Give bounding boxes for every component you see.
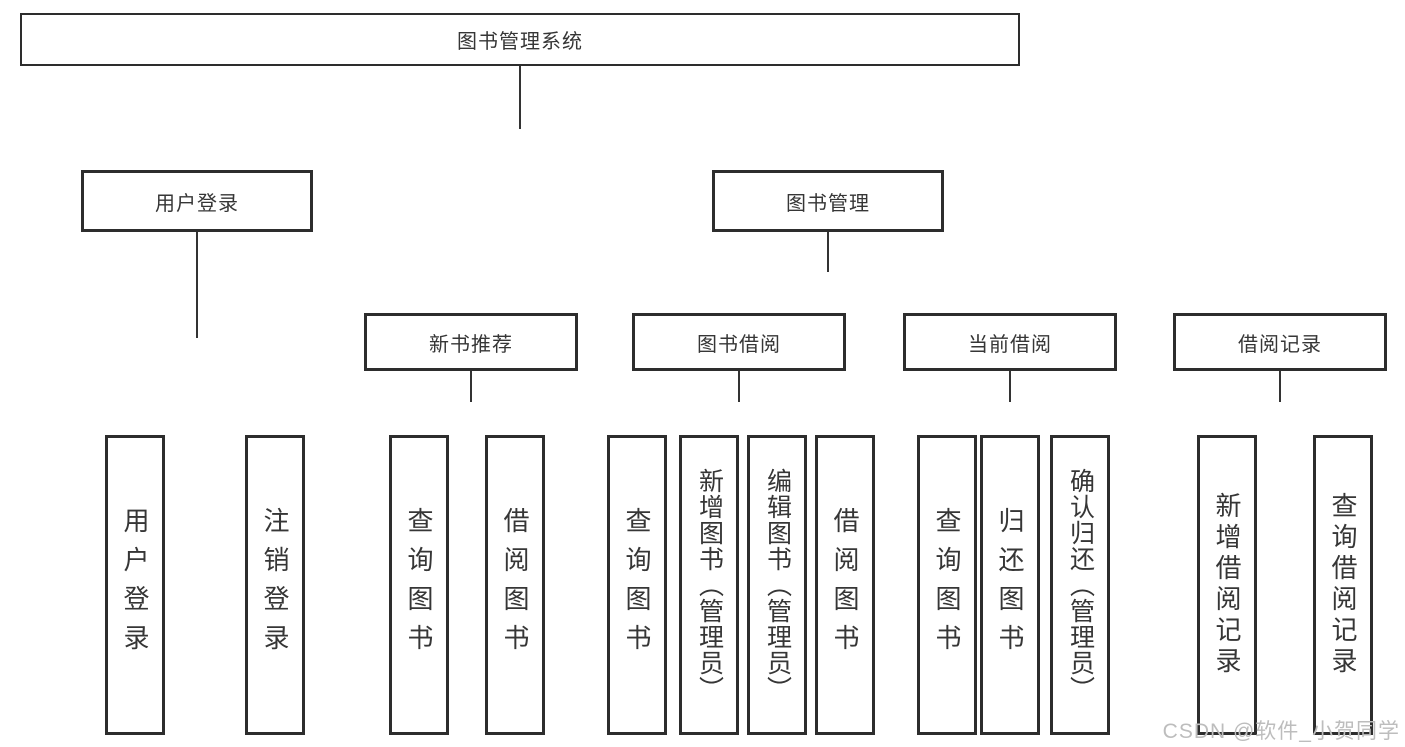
- node-label: 用户登录: [120, 507, 150, 663]
- node-label: 查询图书: [932, 507, 962, 663]
- leaf-current-return-books: 归还图书: [980, 435, 1040, 735]
- node-label: 归还图书: [995, 507, 1025, 663]
- node-label: 用户登录: [155, 192, 239, 215]
- node-label: 借阅图书: [500, 507, 530, 663]
- leaf-user-login: 用户登录: [105, 435, 165, 735]
- node-book-borrow: 图书借阅: [632, 313, 846, 371]
- leaf-logout: 注销登录: [245, 435, 305, 735]
- node-label: 查询图书: [404, 507, 434, 663]
- node-label: 借阅记录: [1238, 333, 1322, 356]
- leaf-borrow-query-books: 查询图书: [607, 435, 667, 735]
- node-label: 新增借阅记录: [1212, 492, 1242, 678]
- node-borrow-records: 借阅记录: [1173, 313, 1387, 371]
- node-user-login: 用户登录: [81, 170, 313, 232]
- node-new-book-recommend: 新书推荐: [364, 313, 578, 371]
- node-label: 图书管理: [786, 192, 870, 215]
- leaf-borrow-borrow-books: 借阅图书: [815, 435, 875, 735]
- node-label: 图书借阅: [697, 333, 781, 356]
- node-label: 确认归还（管理员）: [1066, 468, 1095, 702]
- leaf-record-add-borrow-record: 新增借阅记录: [1197, 435, 1257, 735]
- leaf-newbook-query-books: 查询图书: [389, 435, 449, 735]
- node-label: 编辑图书（管理员）: [763, 468, 792, 702]
- node-label: 新书推荐: [429, 333, 513, 356]
- leaf-borrow-edit-book-admin: 编辑图书（管理员）: [747, 435, 807, 735]
- node-label: 注销登录: [260, 507, 290, 663]
- leaf-record-query-borrow-record: 查询借阅记录: [1313, 435, 1373, 735]
- node-current-borrow: 当前借阅: [903, 313, 1117, 371]
- node-label: 图书管理系统: [457, 31, 583, 53]
- node-label: 当前借阅: [968, 333, 1052, 356]
- node-label: 查询图书: [622, 507, 652, 663]
- leaf-current-confirm-return-admin: 确认归还（管理员）: [1050, 435, 1110, 735]
- leaf-newbook-borrow-books: 借阅图书: [485, 435, 545, 735]
- leaf-borrow-add-book-admin: 新增图书（管理员）: [679, 435, 739, 735]
- node-book-management: 图书管理: [712, 170, 944, 232]
- node-label: 查询借阅记录: [1328, 492, 1358, 678]
- node-library-management-system: 图书管理系统: [20, 13, 1020, 66]
- leaf-current-query-books: 查询图书: [917, 435, 977, 735]
- csdn-watermark: CSDN @软件_小贺同学: [1162, 720, 1400, 743]
- node-label: 借阅图书: [830, 507, 860, 663]
- node-label: 新增图书（管理员）: [695, 468, 724, 702]
